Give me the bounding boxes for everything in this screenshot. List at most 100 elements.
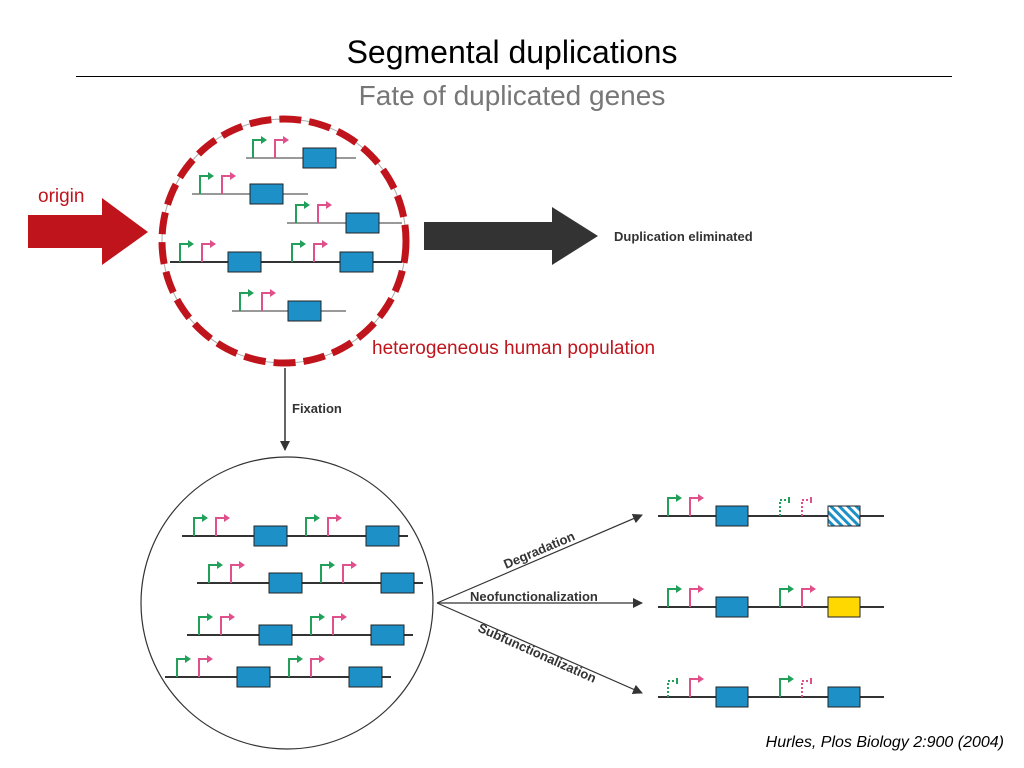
promoter-arrowhead (210, 240, 216, 248)
promoter-icon (176, 658, 186, 677)
gene-icon (253, 525, 288, 547)
promoter-icon (291, 243, 301, 262)
promoter-arrowhead (261, 136, 267, 144)
promoter-icon (221, 175, 231, 194)
promoter-arrowhead (202, 514, 208, 522)
promoter-arrowhead (698, 585, 704, 593)
promoter-arrowhead (788, 675, 794, 683)
promoter-icon (801, 680, 811, 697)
promoter-arrowhead (300, 240, 306, 248)
promoter-arrowhead (239, 561, 245, 569)
gene-icon (348, 666, 383, 688)
origin-label: origin (38, 186, 85, 207)
gene-icon (249, 183, 284, 205)
gene-icon (302, 147, 337, 169)
promoter-icon (779, 499, 789, 516)
promoter-arrowhead (810, 585, 816, 593)
promoter-icon (295, 204, 305, 223)
promoter-icon (220, 616, 230, 635)
promoter-icon (193, 517, 203, 536)
degradation-arrow (436, 513, 643, 604)
promoter-arrowhead (788, 585, 794, 593)
duplication-eliminated-label: Duplication eliminated (614, 229, 753, 244)
promoter-icon (274, 139, 284, 158)
fixation-label: Fixation (292, 401, 342, 416)
promoter-arrowhead (207, 655, 213, 663)
population-label: heterogeneous human population (372, 338, 656, 359)
promoter-icon (801, 588, 811, 607)
promoter-icon (179, 243, 189, 262)
promoter-icon (779, 588, 789, 607)
promoter-icon (215, 517, 225, 536)
gene-icon (365, 525, 400, 547)
promoter-icon (332, 616, 342, 635)
gene-icon (268, 572, 303, 594)
gene-icon (227, 251, 262, 273)
promoter-arrowhead (698, 675, 704, 683)
promoter-icon (313, 243, 323, 262)
promoter-icon (239, 292, 249, 311)
promoter-icon (667, 497, 677, 516)
promoter-arrowhead (319, 655, 325, 663)
promoter-icon (667, 680, 677, 697)
promoter-arrowhead (304, 201, 310, 209)
outcome-subfunctionalization (658, 675, 884, 708)
promoter-icon (689, 497, 699, 516)
promoter-icon (317, 204, 327, 223)
fixed-population-circle (140, 456, 434, 750)
elimination-arrow (424, 207, 598, 265)
promoter-arrowhead (322, 240, 328, 248)
promoter-arrowhead (341, 613, 347, 621)
gene-icon (380, 572, 415, 594)
promoter-icon (310, 658, 320, 677)
promoter-icon (320, 564, 330, 583)
promoter-arrowhead (248, 289, 254, 297)
promoter-icon (689, 678, 699, 697)
promoter-icon (288, 658, 298, 677)
gene-icon (339, 251, 374, 273)
promoter-icon (201, 243, 211, 262)
promoter-icon (779, 678, 789, 697)
promoter-arrowhead (207, 613, 213, 621)
promoter-arrowhead (676, 494, 682, 502)
promoter-arrowhead (230, 172, 236, 180)
promoter-icon (689, 588, 699, 607)
gene-icon (236, 666, 271, 688)
gene-icon (370, 624, 405, 646)
promoter-arrowhead (319, 613, 325, 621)
promoter-arrowhead (336, 514, 342, 522)
promoter-arrowhead (188, 240, 194, 248)
title-underline (76, 76, 952, 77)
degraded-gene-copy (827, 505, 861, 527)
promoter-arrowhead (314, 514, 320, 522)
promoter-arrowhead (283, 136, 289, 144)
origin-arrow (28, 198, 148, 265)
promoter-icon (252, 139, 262, 158)
slide-title: Segmental duplications (346, 34, 678, 70)
promoter-arrowhead (698, 494, 704, 502)
neofunctionalization-label: Neofunctionalization (470, 589, 598, 604)
degradation-label: Degradation (501, 528, 577, 571)
promoter-icon (342, 564, 352, 583)
promoter-icon (198, 658, 208, 677)
promoter-icon (230, 564, 240, 583)
promoter-arrowhead (217, 561, 223, 569)
outcome-degradation (658, 494, 884, 527)
promoter-arrowhead (270, 289, 276, 297)
promoter-icon (801, 499, 811, 516)
gene-icon (345, 212, 380, 234)
promoter-icon (305, 517, 315, 536)
new-function-gene-copy (827, 596, 861, 618)
promoter-icon (208, 564, 218, 583)
promoter-arrowhead (208, 172, 214, 180)
gene-icon (258, 624, 293, 646)
subfunctionalization-label: Subfunctionalization (476, 620, 599, 686)
promoter-arrowhead (297, 655, 303, 663)
outcome-neofunctionalization (658, 585, 884, 618)
promoter-icon (310, 616, 320, 635)
slide-subtitle: Fate of duplicated genes (358, 80, 666, 111)
promoter-icon (327, 517, 337, 536)
promoter-arrowhead (185, 655, 191, 663)
promoter-icon (261, 292, 271, 311)
